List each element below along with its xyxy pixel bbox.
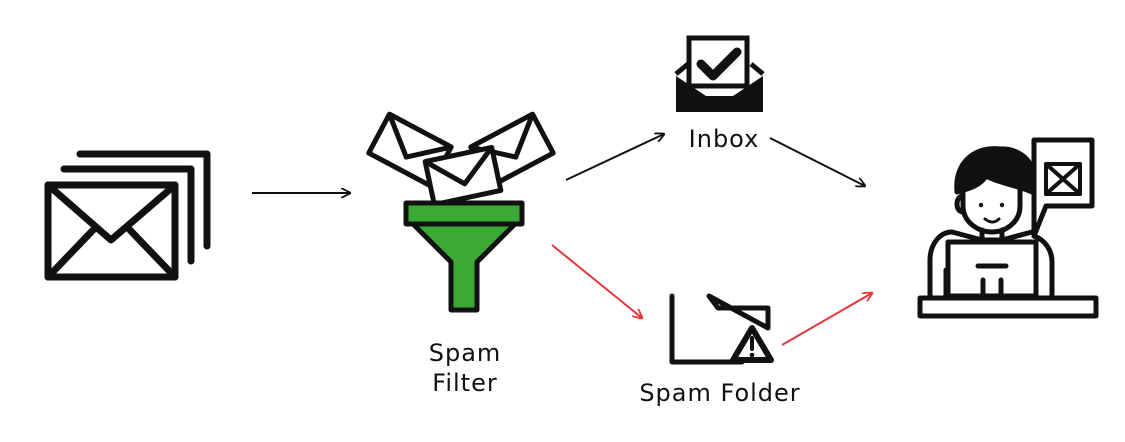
stacked-envelopes-icon <box>44 150 211 281</box>
spam-filter-label-line2: Filter <box>432 369 498 397</box>
arrow-filter-to-inbox <box>565 134 664 181</box>
folder-warning-icon <box>669 293 774 365</box>
arrow-filter-to-spam-folder <box>551 244 642 318</box>
open-envelope-checkmark-icon <box>674 35 765 112</box>
arrow-spam-folder-to-recipient <box>781 293 872 346</box>
inbox-label: Inbox <box>688 125 760 153</box>
spam-folder-label: Spam Folder <box>639 379 801 407</box>
arrow-inbox-to-recipient <box>769 137 865 186</box>
person-at-computer-icon <box>917 137 1099 319</box>
spam-filter-label: Spam Filter <box>400 338 530 398</box>
funnel-with-envelopes-icon <box>366 111 556 313</box>
spam-filter-label-line1: Spam <box>428 339 502 367</box>
